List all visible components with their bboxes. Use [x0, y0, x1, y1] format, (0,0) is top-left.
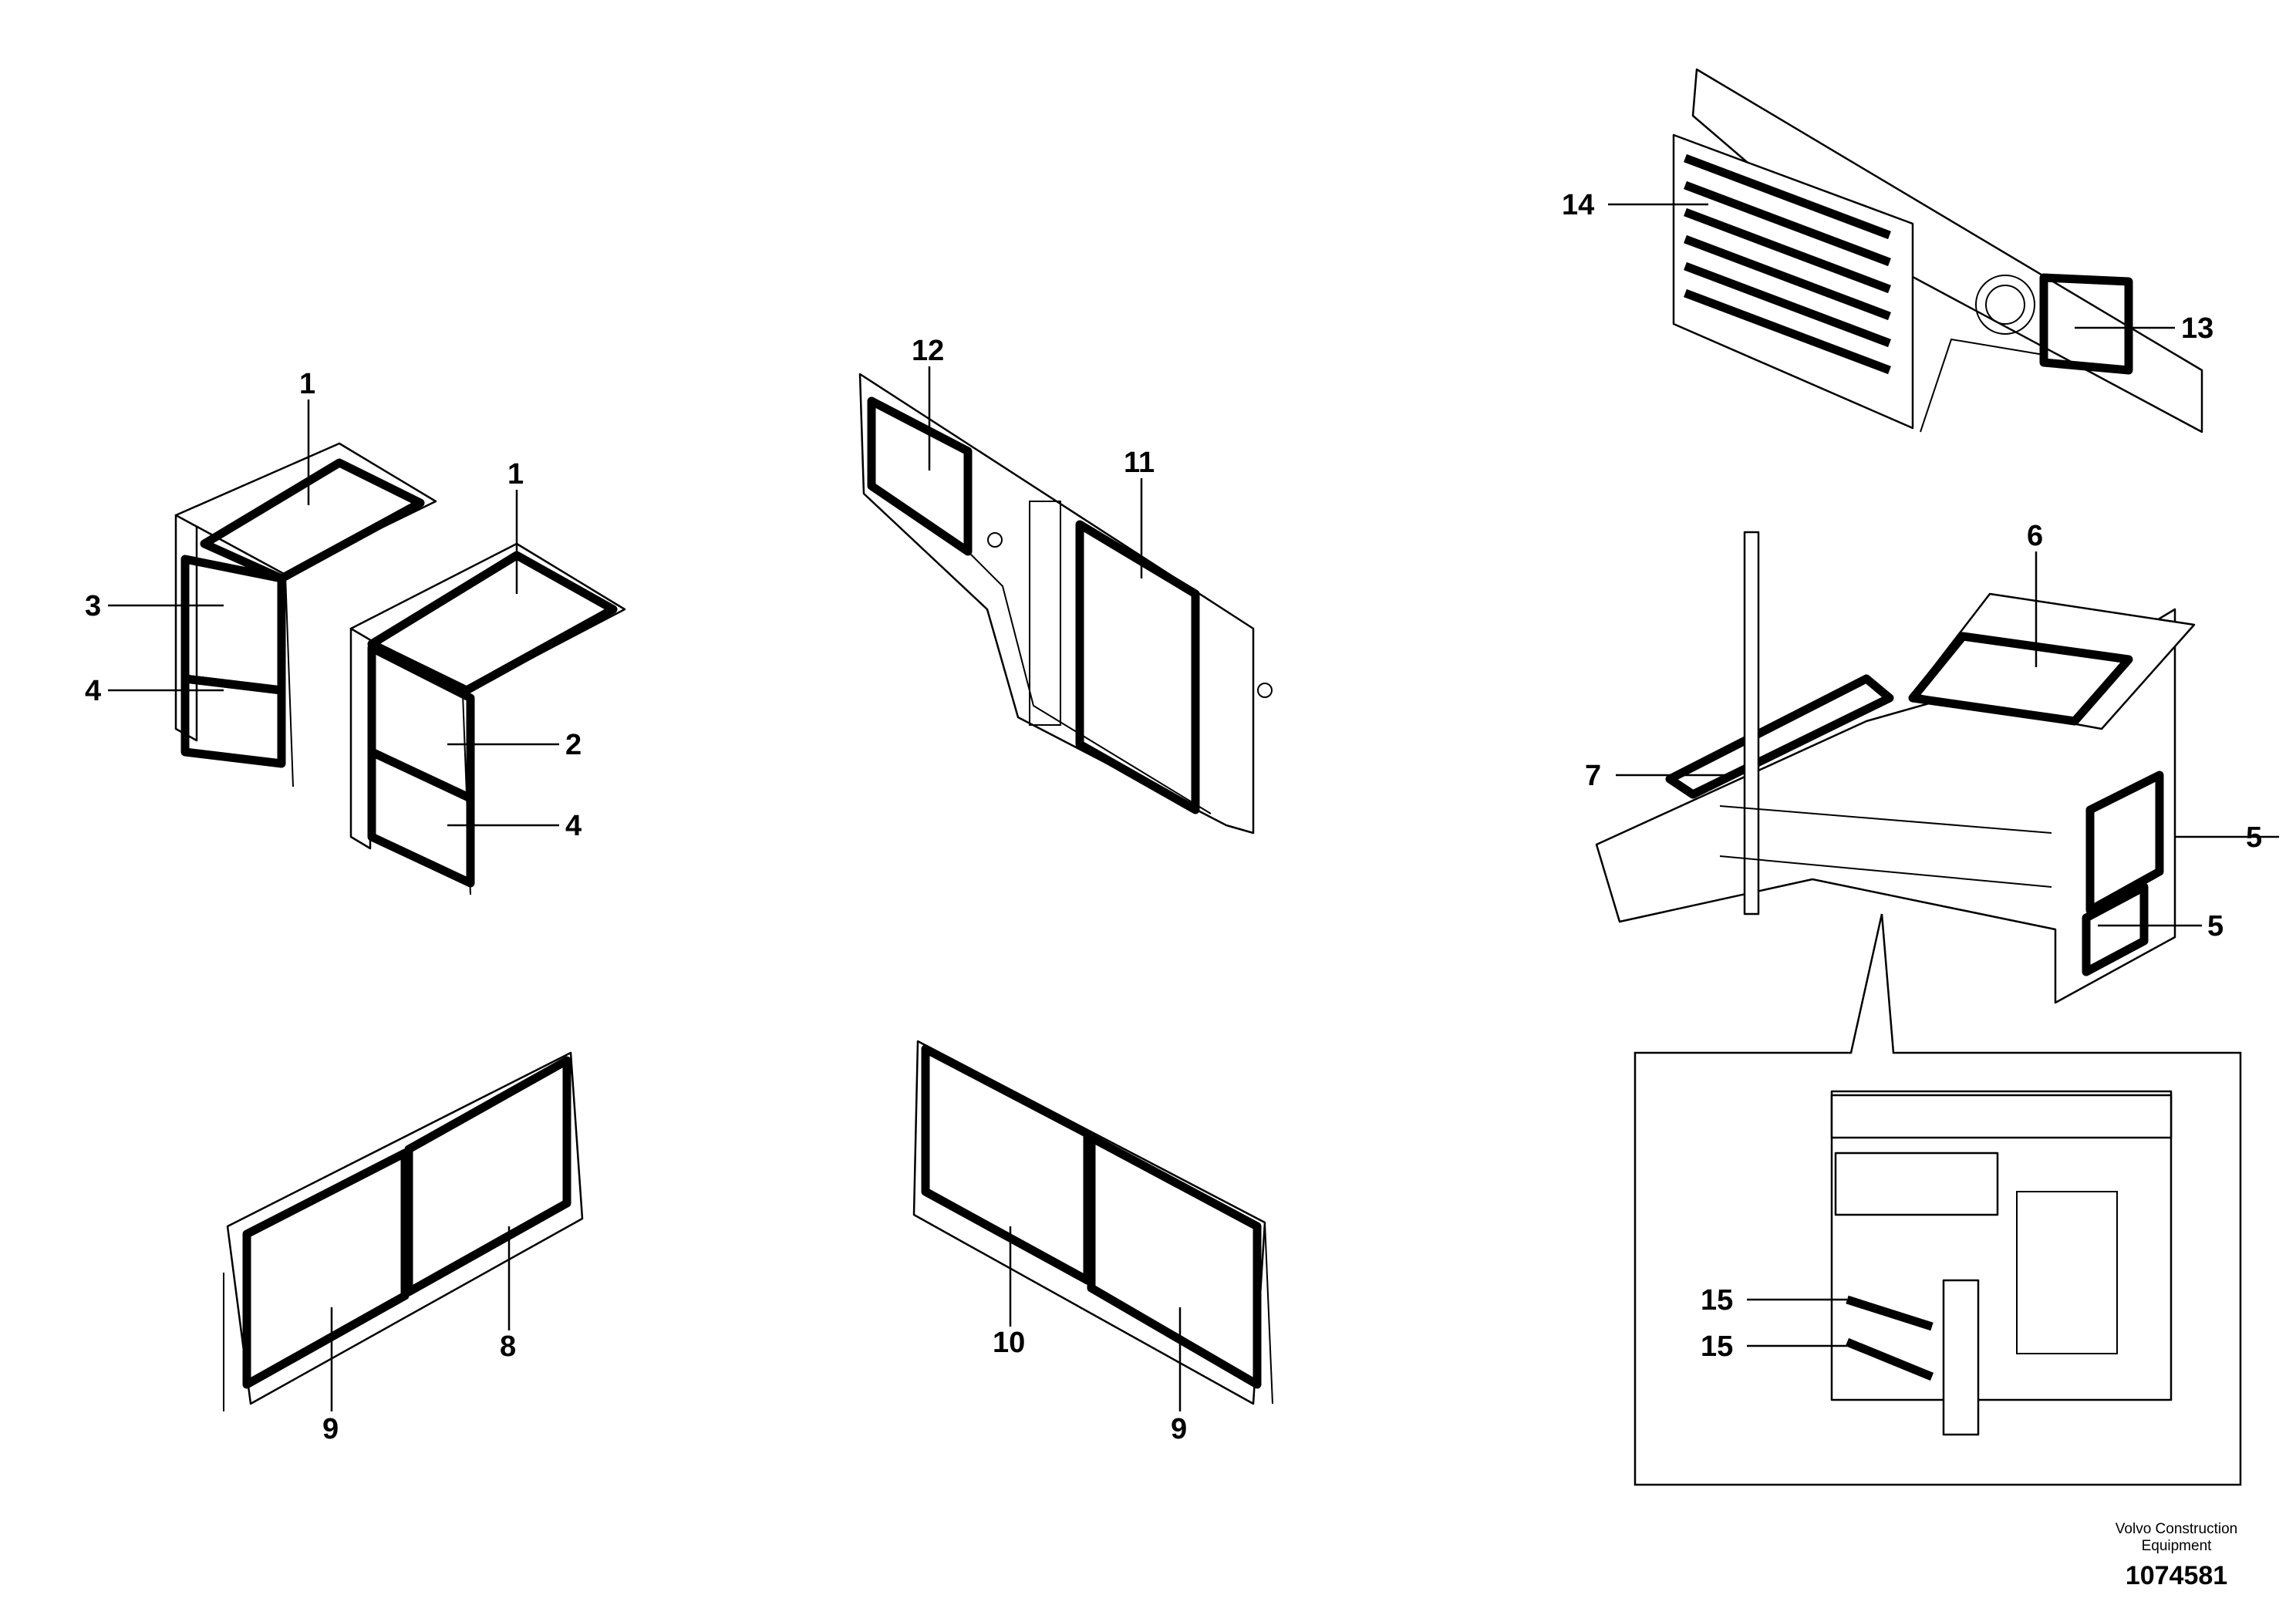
callout-1-right: 1 — [507, 458, 524, 491]
callout-2: 2 — [565, 729, 582, 761]
callout-11: 11 — [1124, 447, 1155, 479]
callout-1-left: 1 — [299, 368, 315, 400]
callout-6: 6 — [2027, 520, 2043, 552]
box-frame-left — [174, 442, 437, 787]
manufacturer-name: Volvo Construction Equipment — [2115, 1521, 2238, 1554]
side-panel — [858, 373, 1273, 835]
rear-louvre-unit — [1672, 68, 2203, 433]
callout-10: 10 — [993, 1327, 1025, 1359]
flat-filter-panel-left — [223, 1051, 584, 1411]
callout-4-right: 4 — [565, 810, 582, 842]
footer-brand: Volvo Construction Equipment 1074581 — [2099, 1521, 2254, 1591]
flat-filter-panel-right — [912, 1040, 1273, 1405]
cab-housing — [1595, 531, 2196, 1004]
callout-9-right: 9 — [1171, 1413, 1187, 1445]
callout-15-upper: 15 — [1701, 1284, 1733, 1317]
detail-inset — [1633, 913, 2242, 1486]
callout-9-left: 9 — [322, 1413, 339, 1445]
callout-13: 13 — [2181, 312, 2213, 345]
callout-4-left: 4 — [85, 675, 101, 707]
callout-3: 3 — [85, 590, 101, 622]
callout-8: 8 — [500, 1330, 516, 1363]
callout-5-upper: 5 — [2246, 821, 2262, 854]
callout-5-lower: 5 — [2207, 910, 2224, 943]
louvre-slats — [1684, 153, 1891, 375]
callout-leaders — [108, 203, 2279, 1411]
document-number: 1074581 — [2125, 1561, 2228, 1590]
callout-12: 12 — [912, 335, 944, 367]
box-frame-right — [349, 542, 626, 895]
callout-14: 14 — [1562, 189, 1594, 221]
callout-15-lower: 15 — [1701, 1330, 1733, 1363]
callout-7: 7 — [1585, 760, 1601, 792]
